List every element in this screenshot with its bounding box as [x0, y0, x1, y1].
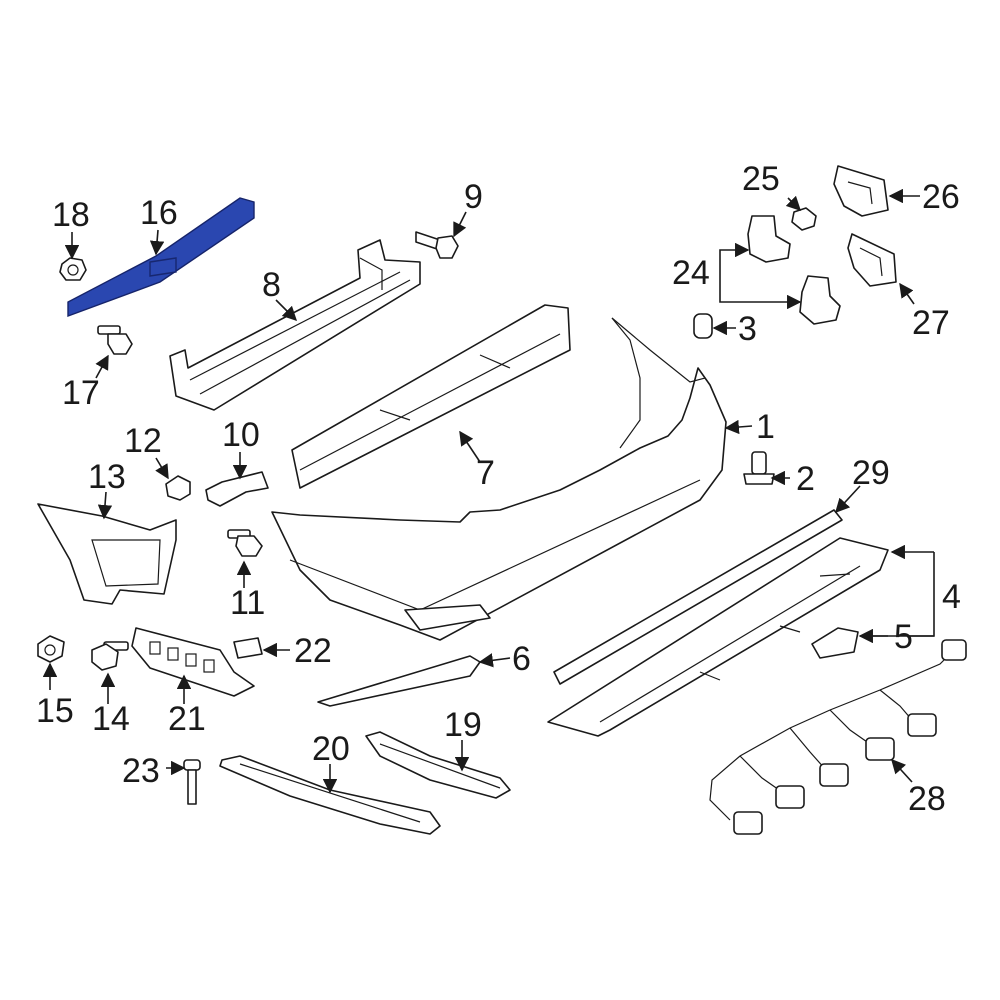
callout-21: 21 — [168, 700, 206, 738]
callout-3: 3 — [738, 310, 757, 348]
callout-12: 12 — [124, 422, 162, 460]
callout-14: 14 — [92, 700, 130, 738]
part-25-nut[interactable] — [791, 207, 817, 231]
part-12-nut[interactable] — [165, 475, 191, 501]
callout-9: 9 — [464, 178, 483, 216]
part-5-reflector[interactable] — [811, 627, 859, 659]
part-7-absorber[interactable] — [291, 304, 571, 489]
part-1-bumper-cover[interactable] — [271, 317, 727, 641]
part-4-valance[interactable] — [547, 537, 889, 737]
part-26-bracket[interactable] — [833, 165, 889, 217]
part-11-bolt[interactable] — [227, 529, 263, 557]
callout-labels: 18 16 17 8 9 7 10 12 13 11 15 14 21 22 2… — [36, 160, 961, 818]
callout-13: 13 — [88, 458, 126, 496]
callout-29: 29 — [852, 454, 890, 492]
part-22-clip[interactable] — [233, 637, 263, 659]
callout-1: 1 — [756, 408, 775, 446]
callout-26: 26 — [922, 178, 960, 216]
part-8-reinforcement[interactable] — [169, 239, 421, 411]
callout-22: 22 — [294, 632, 332, 670]
part-6-side-trim[interactable] — [317, 655, 481, 707]
leader-lines — [42, 188, 935, 794]
callout-15: 15 — [36, 692, 74, 730]
callout-16: 16 — [140, 194, 178, 232]
part-9-bolt[interactable] — [415, 231, 459, 259]
callout-7: 7 — [476, 454, 495, 492]
callout-5: 5 — [894, 618, 913, 656]
callout-2: 2 — [796, 460, 815, 498]
part-21-cover-plate[interactable] — [131, 627, 255, 697]
callout-19: 19 — [444, 706, 482, 744]
part-28-wiring-harness[interactable] — [709, 639, 967, 835]
callout-25: 25 — [742, 160, 780, 198]
part-27-bracket[interactable] — [847, 233, 897, 287]
part-17-bolt[interactable] — [97, 325, 133, 355]
part-13-side-bracket[interactable] — [37, 503, 177, 605]
part-14-bolt[interactable] — [91, 641, 129, 671]
callout-6: 6 — [512, 640, 531, 678]
part-19-lower-trim[interactable] — [365, 731, 511, 799]
callout-20: 20 — [312, 730, 350, 768]
part-24-sensors[interactable] — [747, 215, 841, 325]
part-15-bolt[interactable] — [37, 635, 65, 663]
part-2-push-pin[interactable] — [743, 451, 775, 485]
part-10-bracket[interactable] — [205, 471, 269, 507]
part-18-nut[interactable] — [59, 257, 87, 281]
callout-18: 18 — [52, 196, 90, 234]
callout-10: 10 — [222, 416, 260, 454]
callout-11: 11 — [230, 584, 265, 622]
callout-23: 23 — [122, 752, 160, 790]
callout-4: 4 — [942, 578, 961, 616]
part-16-highlighted[interactable] — [67, 197, 255, 318]
callout-8: 8 — [262, 266, 281, 304]
part-3-clip[interactable] — [693, 313, 713, 339]
callout-17: 17 — [62, 374, 100, 412]
part-29-trim-strip[interactable] — [553, 509, 843, 685]
callout-24: 24 — [672, 254, 710, 292]
callout-28: 28 — [908, 780, 946, 818]
callout-27: 27 — [912, 304, 950, 342]
part-23-stud[interactable] — [183, 759, 201, 805]
